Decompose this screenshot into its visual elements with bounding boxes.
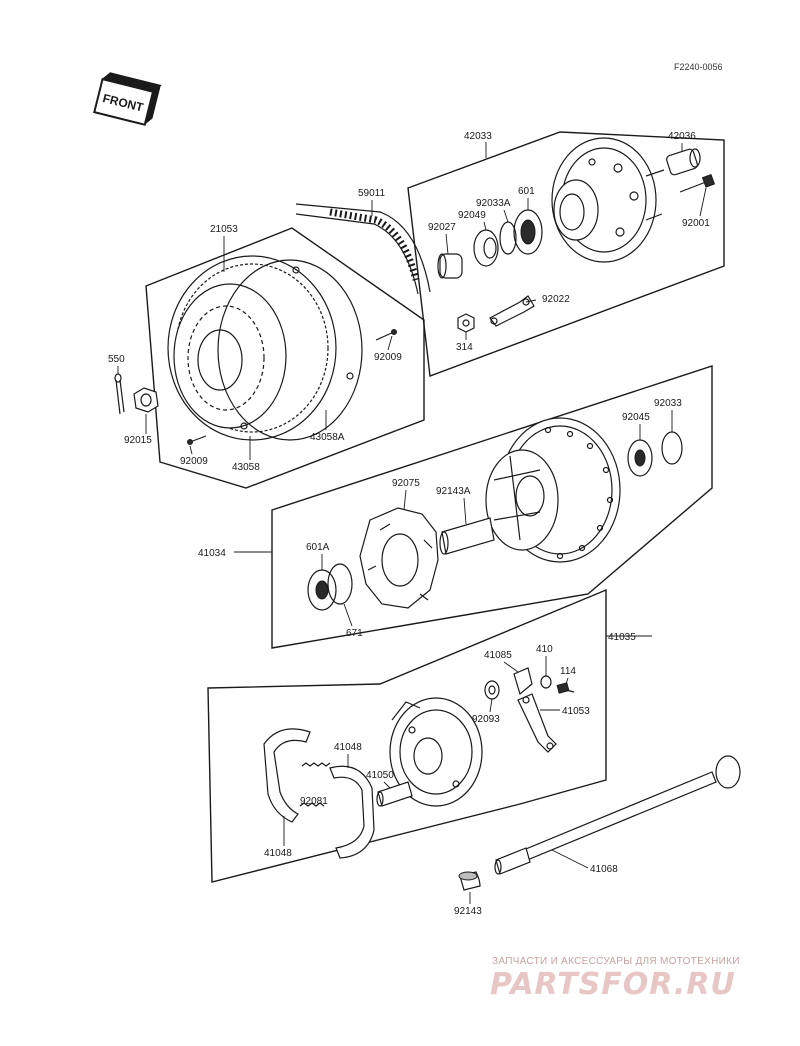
axle-nut-92015 [133, 387, 159, 413]
label-601: 601 [518, 186, 535, 197]
label-92009-upper: 92009 [374, 352, 402, 363]
bolt-114 [556, 682, 575, 694]
label-41068: 41068 [590, 864, 618, 875]
label-43058A: 43058A [310, 432, 345, 443]
circlip-92033 [661, 431, 683, 465]
label-41035: 41035 [608, 632, 636, 643]
bolt-92009-lower [187, 435, 207, 445]
label-92027: 92027 [428, 222, 456, 233]
rear-axle-41068 [494, 755, 741, 875]
collar-42036 [666, 148, 701, 176]
cam-lever-41053 [517, 693, 557, 753]
label-92093: 92093 [472, 714, 500, 725]
label-92143: 92143 [454, 906, 482, 917]
label-601A: 601A [306, 542, 330, 553]
cotter-pin-550 [114, 373, 125, 415]
watermark-caption: ЗАПЧАСТИ И АКСЕССУАРЫ ДЛЯ МОТОТЕХНИКИ [492, 956, 740, 967]
brake-shoe-41048-upper [263, 728, 311, 823]
oil-seal-671 [327, 563, 353, 605]
group-outline-21053 [145, 227, 425, 489]
damper-92075 [359, 507, 439, 609]
bolt-92009-upper [375, 329, 397, 341]
bearing-601A [307, 569, 337, 611]
washer-410 [540, 675, 552, 689]
brake-panel-41035 [389, 697, 483, 807]
cam-shaft-41050 [376, 781, 413, 807]
label-114: 114 [560, 666, 576, 677]
group-outline-41034 [271, 365, 713, 649]
label-41053: 41053 [562, 706, 590, 717]
label-41048-lower: 41048 [264, 848, 292, 859]
label-21053: 21053 [210, 224, 238, 235]
label-92045: 92045 [622, 412, 650, 423]
oil-seal-92049 [473, 229, 499, 267]
label-92033: 92033 [654, 398, 682, 409]
label-41085: 41085 [484, 650, 512, 661]
label-550: 550 [108, 354, 125, 365]
label-92033A: 92033A [476, 198, 511, 209]
label-314: 314 [456, 342, 473, 353]
indicator-41085 [513, 667, 533, 696]
wheel-hub-41034 [485, 417, 621, 563]
chain-adjuster-plate-92022 [489, 295, 535, 327]
spring-92081 [299, 762, 331, 807]
watermark-logo: PARTSFOR.RU [490, 967, 736, 1002]
group-outline-41035 [207, 588, 607, 883]
sleeve-92143 [458, 871, 481, 891]
label-59011: 59011 [358, 188, 386, 199]
spacer-92027 [437, 253, 463, 279]
rear-pulley-21053 [167, 255, 337, 441]
bolt-92001 [679, 173, 716, 193]
bearing-92045 [627, 439, 653, 477]
label-42033: 42033 [464, 131, 492, 142]
spacer-92143A [439, 517, 495, 555]
front-direction-badge: FRONT [93, 72, 162, 126]
pulley-plate-43058 [217, 259, 363, 441]
sprocket-hub-42033 [551, 137, 665, 263]
label-43058: 43058 [232, 462, 260, 473]
drawing-id: F2240-0056 [674, 62, 723, 72]
washer-92093 [484, 680, 500, 700]
group-outline-42033 [407, 131, 725, 377]
label-92001: 92001 [682, 218, 710, 229]
circlip-92033A [499, 221, 517, 255]
label-92081: 92081 [300, 796, 328, 807]
label-410: 410 [536, 644, 553, 655]
label-41034: 41034 [198, 548, 226, 559]
label-92075: 92075 [392, 478, 420, 489]
brake-shoe-41048-lower [329, 765, 375, 859]
label-671: 671 [346, 628, 363, 639]
bearing-601 [513, 209, 543, 255]
label-92009-lower: 92009 [180, 456, 208, 467]
label-41048-upper: 41048 [334, 742, 362, 753]
label-92143A: 92143A [436, 486, 471, 497]
label-41050: 41050 [366, 770, 394, 781]
drive-belt-59011 [295, 203, 431, 295]
nut-314 [457, 313, 475, 333]
label-92015: 92015 [124, 435, 152, 446]
label-92049: 92049 [458, 210, 486, 221]
label-92022: 92022 [542, 294, 570, 305]
label-42036: 42036 [668, 131, 696, 142]
